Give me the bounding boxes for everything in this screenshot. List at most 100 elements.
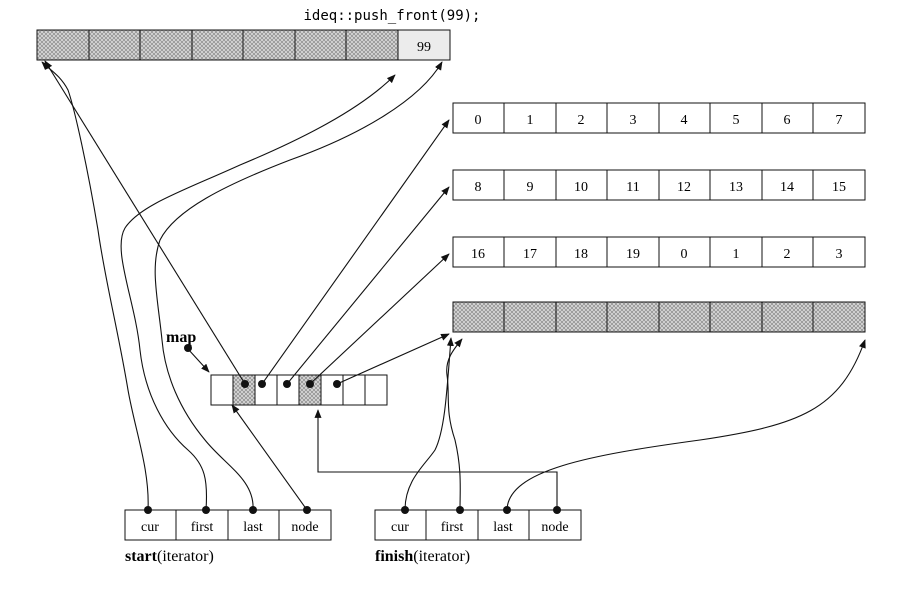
buffer-cell: 3 [606,102,660,134]
buffer-cell: 18 [555,236,608,268]
pointer-arrows [41,60,866,511]
buffer-cell: 11 [606,169,660,201]
buffer-cell: 15 [812,169,866,201]
buffer-cell [761,301,814,333]
buffer-cell: 17 [503,236,557,268]
svg-text:0: 0 [681,247,688,262]
start-cur-arrow [41,61,149,511]
buffer-row-1: 8 9 10 11 12 13 14 15 [452,169,866,201]
finish-cur-arrow [404,337,454,511]
svg-text:1: 1 [733,247,740,262]
svg-text:18: 18 [574,247,588,262]
svg-text:10: 10 [574,180,588,195]
start-field-cur: cur [141,520,159,535]
top-buffer-cell: 99 [397,29,451,61]
map-pointer-arrow [187,348,210,373]
svg-text:11: 11 [626,180,639,195]
buffer-cell: 0 [452,102,505,134]
top-buffer-cell [242,29,296,61]
start-field-last: last [243,520,263,535]
finish-node-arrow [314,409,558,510]
buffer-cell [709,301,763,333]
buffer-cell: 5 [709,102,763,134]
finish-iterator: cur first last node [374,509,582,541]
finish-field-last: last [493,520,513,535]
start-last-arrow [154,61,443,511]
top-buffer-cell [191,29,244,61]
buffer-cell: 6 [761,102,814,134]
buffer-cell: 1 [503,102,557,134]
svg-text:9: 9 [527,180,534,195]
buffer-cell [658,301,711,333]
finish-first-arrow [446,338,463,511]
map-node-arrow-top [44,60,246,385]
start-first-arrow [120,74,396,511]
buffer-cell: 10 [555,169,608,201]
svg-text:3: 3 [630,113,637,128]
map-array [210,374,388,406]
caption: ideq::push_front(99); [303,8,480,24]
buffer-cell: 12 [658,169,711,201]
buffer-cell: 3 [812,236,866,268]
buffer-cell: 9 [503,169,557,201]
buffer-cell: 8 [452,169,505,201]
svg-text:14: 14 [780,180,794,195]
svg-text:4: 4 [681,113,688,128]
map-node-arrow-0 [261,119,450,385]
finish-field-node: node [541,520,568,535]
finish-field-cur: cur [391,520,409,535]
buffer-row-2: 16 17 18 19 0 1 2 3 [452,236,866,268]
buffer-row-3 [452,301,866,333]
svg-text:19: 19 [626,247,640,262]
finish-iterator-title: finish(iterator) [375,548,470,565]
buffer-cell: 2 [761,236,814,268]
map-label: map [166,329,196,346]
buffer-cell: 7 [812,102,866,134]
start-iterator-title: start(iterator) [125,548,214,565]
svg-text:5: 5 [733,113,740,128]
map-node-arrow-1 [286,186,450,385]
top-buffer-cell [294,29,347,61]
buffer-cell: 0 [658,236,711,268]
svg-text:2: 2 [578,113,585,128]
svg-text:15: 15 [832,180,846,195]
buffer-cell: 19 [606,236,660,268]
svg-text:16: 16 [471,247,485,262]
finish-last-arrow [506,339,866,511]
svg-text:13: 13 [729,180,743,195]
svg-text:6: 6 [784,113,791,128]
top-buffer-cell [88,29,141,61]
buffer-cell [606,301,660,333]
svg-text:17: 17 [523,247,537,262]
start-field-node: node [291,520,318,535]
svg-text:2: 2 [784,247,791,262]
map-node-arrow-3 [336,333,450,385]
svg-text:0: 0 [475,113,482,128]
buffer-cell [452,301,505,333]
top-buffer-cell [345,29,399,61]
top-buffer-cell [36,29,90,61]
svg-text:12: 12 [677,180,691,195]
pointer-dots [144,344,561,514]
buffer-cell: 2 [555,102,608,134]
buffer-cell: 1 [709,236,763,268]
svg-text:8: 8 [475,180,482,195]
buffer-row-0: 0 1 2 3 4 5 6 7 [452,102,866,134]
start-field-first: first [191,520,214,535]
buffer-cell: 16 [452,236,505,268]
buffer-cell: 4 [658,102,711,134]
start-node-arrow [231,404,308,511]
svg-text:1: 1 [527,113,534,128]
buffer-cell [555,301,608,333]
start-iterator: cur first last node [124,509,332,541]
svg-text:3: 3 [836,247,843,262]
buffer-cell [503,301,557,333]
svg-text:99: 99 [417,40,431,55]
buffer-cell [812,301,866,333]
finish-field-first: first [441,520,464,535]
map-node-arrow-2 [309,253,450,385]
buffer-cell: 13 [709,169,763,201]
buffer-cell: 14 [761,169,814,201]
top-buffer-cell [139,29,193,61]
